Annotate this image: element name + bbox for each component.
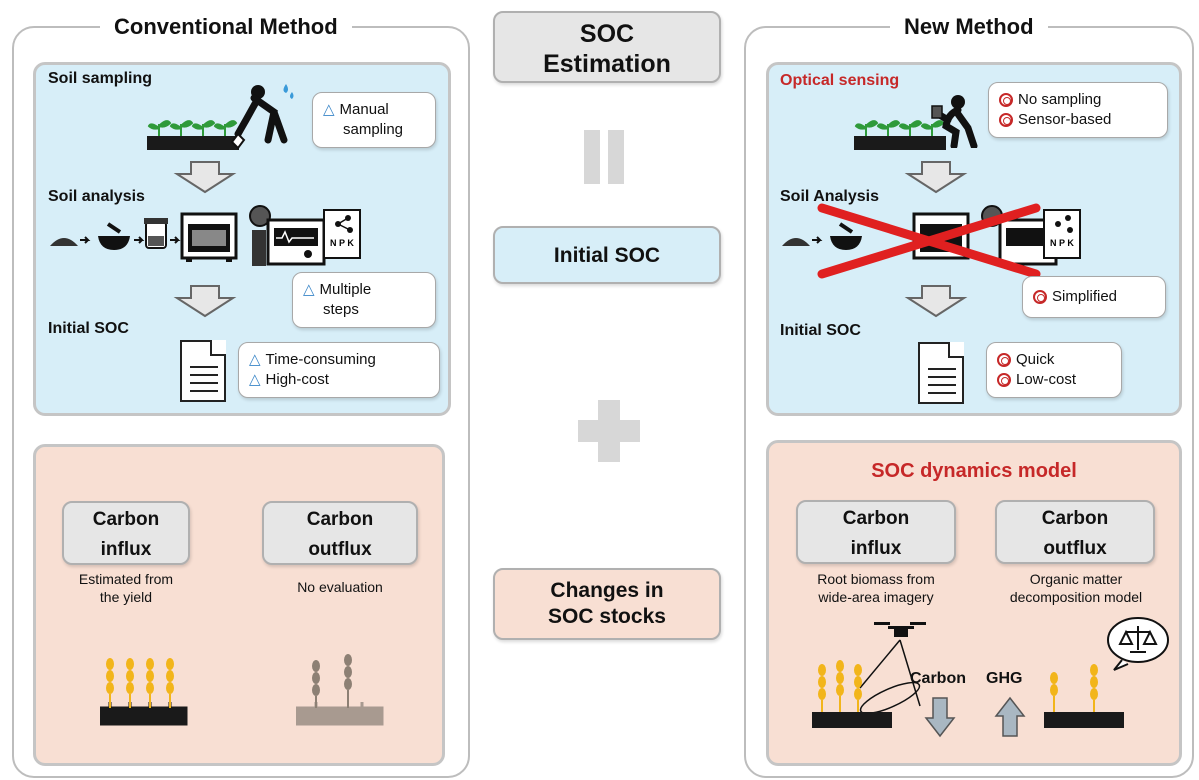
soil-seedlings-new [854,120,946,150]
new-changes-panel [766,440,1182,766]
triangle-icon: △ [323,101,335,118]
triangle-icon: △ [249,351,261,368]
drone-wheat-field [812,622,926,728]
initial-soc-label-conventional: Initial SOC [48,320,129,337]
carbon-influx-box: Carbon influx [62,501,190,565]
dry-wheat-field [296,654,384,726]
double-circle-icon [997,353,1011,367]
quick-cost-callout: Quick Low-cost [986,342,1122,398]
oven-icon [180,212,238,262]
water-drop-icon [283,84,294,99]
wheat-field [100,658,188,726]
equals-icon [584,130,624,184]
manual-sampling-callout: △Manual sampling [312,92,436,148]
soil-seedlings [147,120,239,150]
down-arrow-icon [173,285,237,318]
npk-sheet-icon: N P K [323,209,361,259]
cost-time-callout: △Time-consuming △High-cost [238,342,440,398]
conventional-title: Conventional Method [100,14,352,40]
carbon-influx-box-new: Carbon influx [796,500,956,564]
outflux-desc-conventional: No evaluation [297,579,383,595]
double-circle-icon [997,373,1011,387]
scale-icon [1107,617,1169,671]
svg-text:N P K: N P K [1050,238,1074,248]
farmer-shovel-icon [230,84,294,150]
wheat-icon [106,658,174,694]
soil-analysis-label: Soil analysis [48,188,145,205]
analyzer-icon [249,205,326,266]
carbon-label: Carbon [910,670,966,687]
double-circle-icon [1033,290,1047,304]
soil-analysis-label-new: Soil Analysis [780,188,879,205]
outflux-wheat-field [1044,617,1169,728]
influx-desc-conventional: Estimated from the yield [78,571,174,605]
svg-text:N P K: N P K [330,238,354,248]
sensor-person-icon [931,95,978,148]
soc-dynamics-model-title: SOC dynamics model [871,460,1077,482]
down-arrow-icon [173,161,237,194]
carbon-outflux-box: Carbon outflux [262,501,418,565]
simplified-callout: Simplified [1022,276,1166,318]
down-arrow-icon [904,161,968,194]
optical-sensing-label: Optical sensing [780,72,900,89]
bowl-icon [98,222,130,250]
soil-pile-icon [50,238,78,246]
changes-soc-box: Changes in SOC stocks [493,568,721,640]
carbon-outflux-box-new: Carbon outflux [995,500,1155,564]
down-arrow-icon [904,285,968,318]
drone-icon [874,622,926,637]
outflux-desc-new: Organic matter decomposition model [1009,571,1143,605]
no-sampling-callout: No sampling Sensor-based [988,82,1168,138]
dry-wheat-icon [312,654,352,696]
jar-icon [144,218,168,249]
influx-desc-new: Root biomass from wide-area imagery [817,571,935,605]
triangle-icon: △ [249,371,261,388]
new-method-title: New Method [890,14,1048,40]
up-arrow-icon [994,696,1026,737]
cross-icon [817,203,1041,279]
analysis-steps: N P K [50,205,361,266]
double-circle-icon [999,93,1013,107]
multiple-steps-callout: △Multiple steps [292,272,436,328]
wheat-icon [818,660,862,700]
ghg-label: GHG [986,670,1023,687]
down-arrow-icon [924,697,956,738]
initial-soc-label-new: Initial SOC [780,322,861,339]
soc-estimation-header: SOC Estimation [493,11,721,83]
document-icon [180,340,226,402]
document-icon [918,342,964,404]
analysis-steps-crossed: N P K [782,203,1081,279]
initial-soc-box: Initial SOC [493,226,721,284]
seedling-icon [147,120,238,136]
soil-sampling-label: Soil sampling [48,70,153,87]
plus-icon [578,400,640,462]
double-circle-icon [999,113,1013,127]
triangle-icon: △ [303,281,315,298]
